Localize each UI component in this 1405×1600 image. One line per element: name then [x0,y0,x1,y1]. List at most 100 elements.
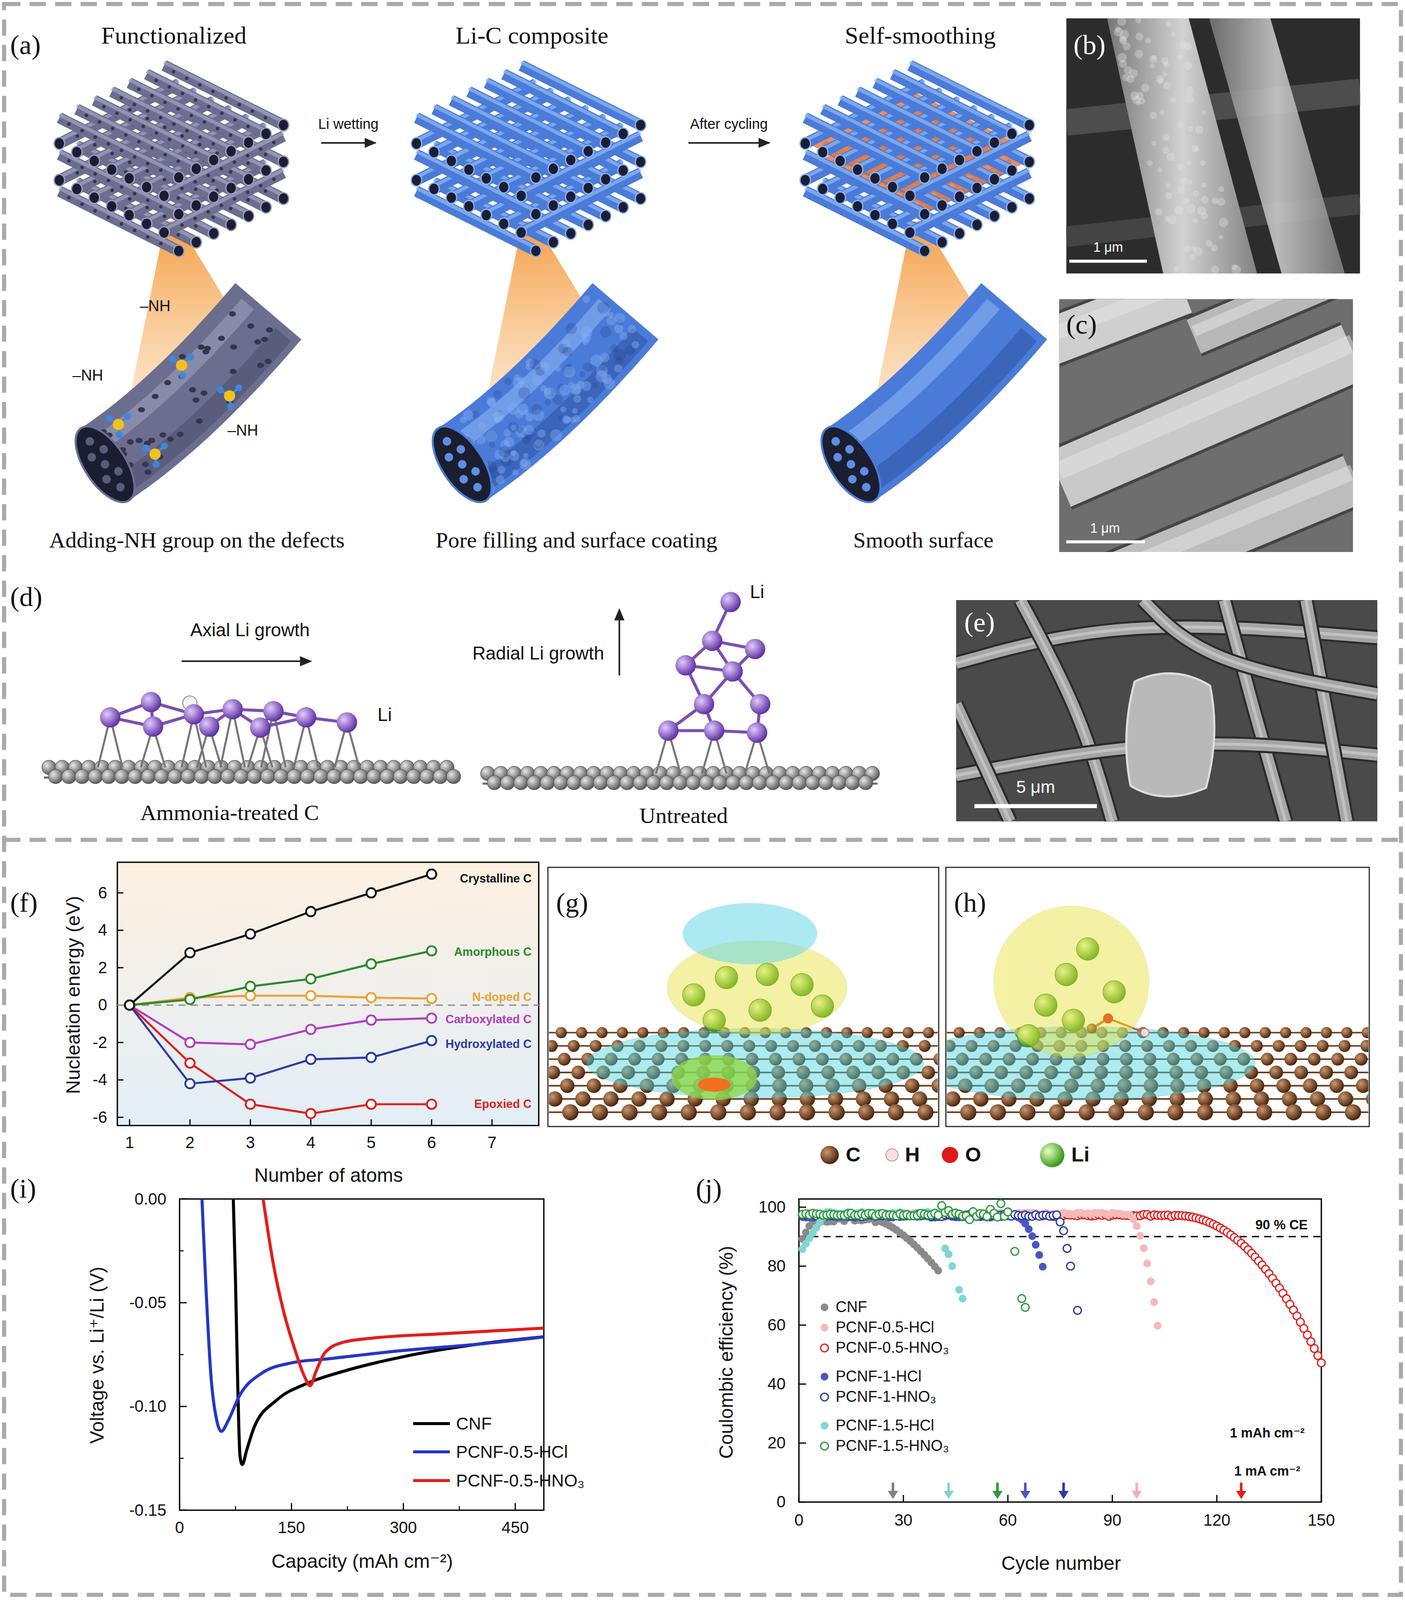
line-chart-part [128,1119,130,1126]
line-chart-part [306,973,316,984]
sem-image-part [1135,32,1144,41]
line-chart-part [185,1058,195,1068]
line-chart-part [117,1041,124,1043]
sem-image-part [1177,163,1184,169]
smooth-fiber-part-part [829,435,842,448]
charge-density-model-part [586,1078,601,1093]
functionalized-fiber-part [193,98,198,103]
smooth-fiber-part [1024,192,1035,205]
voltage-chart-part [458,1506,460,1511]
functionalized-fiber-part [193,179,197,184]
sem-image-part [1123,65,1132,74]
charge-density-model-part [933,1052,938,1066]
functionalized-fiber-part [159,241,163,246]
charge-density-model-part [917,1103,934,1121]
functionalized-fiber-part [208,154,219,166]
line-chart-part [427,1013,437,1023]
composite-fiber-part-part [454,443,467,456]
composite-fiber-part [416,117,537,178]
voltage-chart-part [179,1509,187,1511]
sem-image-part [1126,673,1215,797]
sem-image-part [1183,197,1190,205]
sem-image-part [1135,92,1144,100]
functionalized-fiber-part [67,159,71,163]
smooth-fiber-part [904,226,916,239]
line-chart-part [306,1108,316,1119]
panel-d-illustration-part [300,655,313,667]
smooth-fiber-part-part [831,451,844,464]
composite-fiber-part [532,375,542,386]
functionalized-fiber-part [190,236,202,249]
functionalized-fiber-part [59,114,179,174]
functionalized-fiber-part [260,164,271,177]
functionalized-fiber-part [216,126,220,131]
composite-fiber-part [572,407,579,414]
sem-image-part [1069,259,1147,263]
composite-fiber-part [600,173,611,186]
sem-image-part [1162,147,1169,154]
sem-image [1066,18,1360,274]
line-chart-part [117,862,540,1126]
smooth-fiber-part [1006,164,1018,177]
functionalized-fiber-part [202,120,207,124]
composite-fiber-part [563,366,576,378]
charge-density-model [548,902,938,1120]
charge-density-model-part [769,1103,786,1121]
functionalized-fiber-part [151,393,159,400]
composite-fiber-part [617,127,629,140]
efficiency-chart-part [799,1324,807,1326]
sem-image [956,599,1378,822]
smooth-fiber-part [1024,119,1035,132]
composite-fiber-part [547,199,559,212]
functionalized-fiber-part [115,111,119,115]
functionalized-fiber-part [204,345,212,352]
voltage-chart-part [234,1506,236,1511]
panel-d-illustration-part [114,769,130,784]
sem-image-part [1218,217,1229,227]
panel-d-illustration-part [234,769,249,784]
voltage-chart-part [202,1198,544,1465]
composite-fiber-part [498,217,509,230]
composite-fiber-part [463,409,474,421]
charge-density-model-part [1250,1039,1263,1052]
functionalized-fiber-part [263,152,268,157]
line-chart-part [129,1004,433,1084]
sem-image-part [1151,55,1157,61]
functionalized-fiber-part [176,107,180,111]
functionalized-fiber-part [119,221,124,226]
composite-fiber-part-part [440,435,453,448]
charge-density-model-part [1344,1065,1359,1080]
sem-image-part [1149,111,1157,119]
sem-image-part [956,703,1011,822]
line-chart-part [117,967,124,969]
composite-fiber-part [492,410,505,423]
composite-fiber-part [421,416,504,512]
line-chart-part [129,1004,433,1044]
smooth-fiber-part [971,145,982,158]
composite-fiber-part [619,331,628,341]
panel-d-illustration-part [247,769,262,784]
composite-fiber-part [504,377,512,385]
composite-fiber-part [486,430,497,442]
functionalized-fiber-part [171,122,176,126]
functionalized-fiber-part [93,209,98,213]
smooth-fiber-part-part [810,416,893,512]
functionalized-fiber-part [141,124,146,128]
charge-density-model-part [1196,1103,1214,1121]
composite-fiber-part [515,226,527,239]
functionalized-fiber-part [211,89,215,94]
efficiency-chart-part [1313,1351,1322,1360]
functionalized-fiber-part [176,159,180,163]
charge-density-model-part [1285,1103,1302,1121]
efficiency-chart-part [1320,1494,1322,1502]
voltage-chart-part [346,1506,348,1511]
charge-density-model-part [548,1090,563,1107]
composite-fiber-part [507,402,519,415]
composite-fiber-part [476,434,487,445]
functionalized-fiber-part [228,311,236,317]
smooth-fiber [800,62,1035,512]
panel-d-illustration-part [48,769,63,784]
charge-density-model-part [1302,1078,1318,1093]
panel-d-illustration-part [446,769,461,784]
